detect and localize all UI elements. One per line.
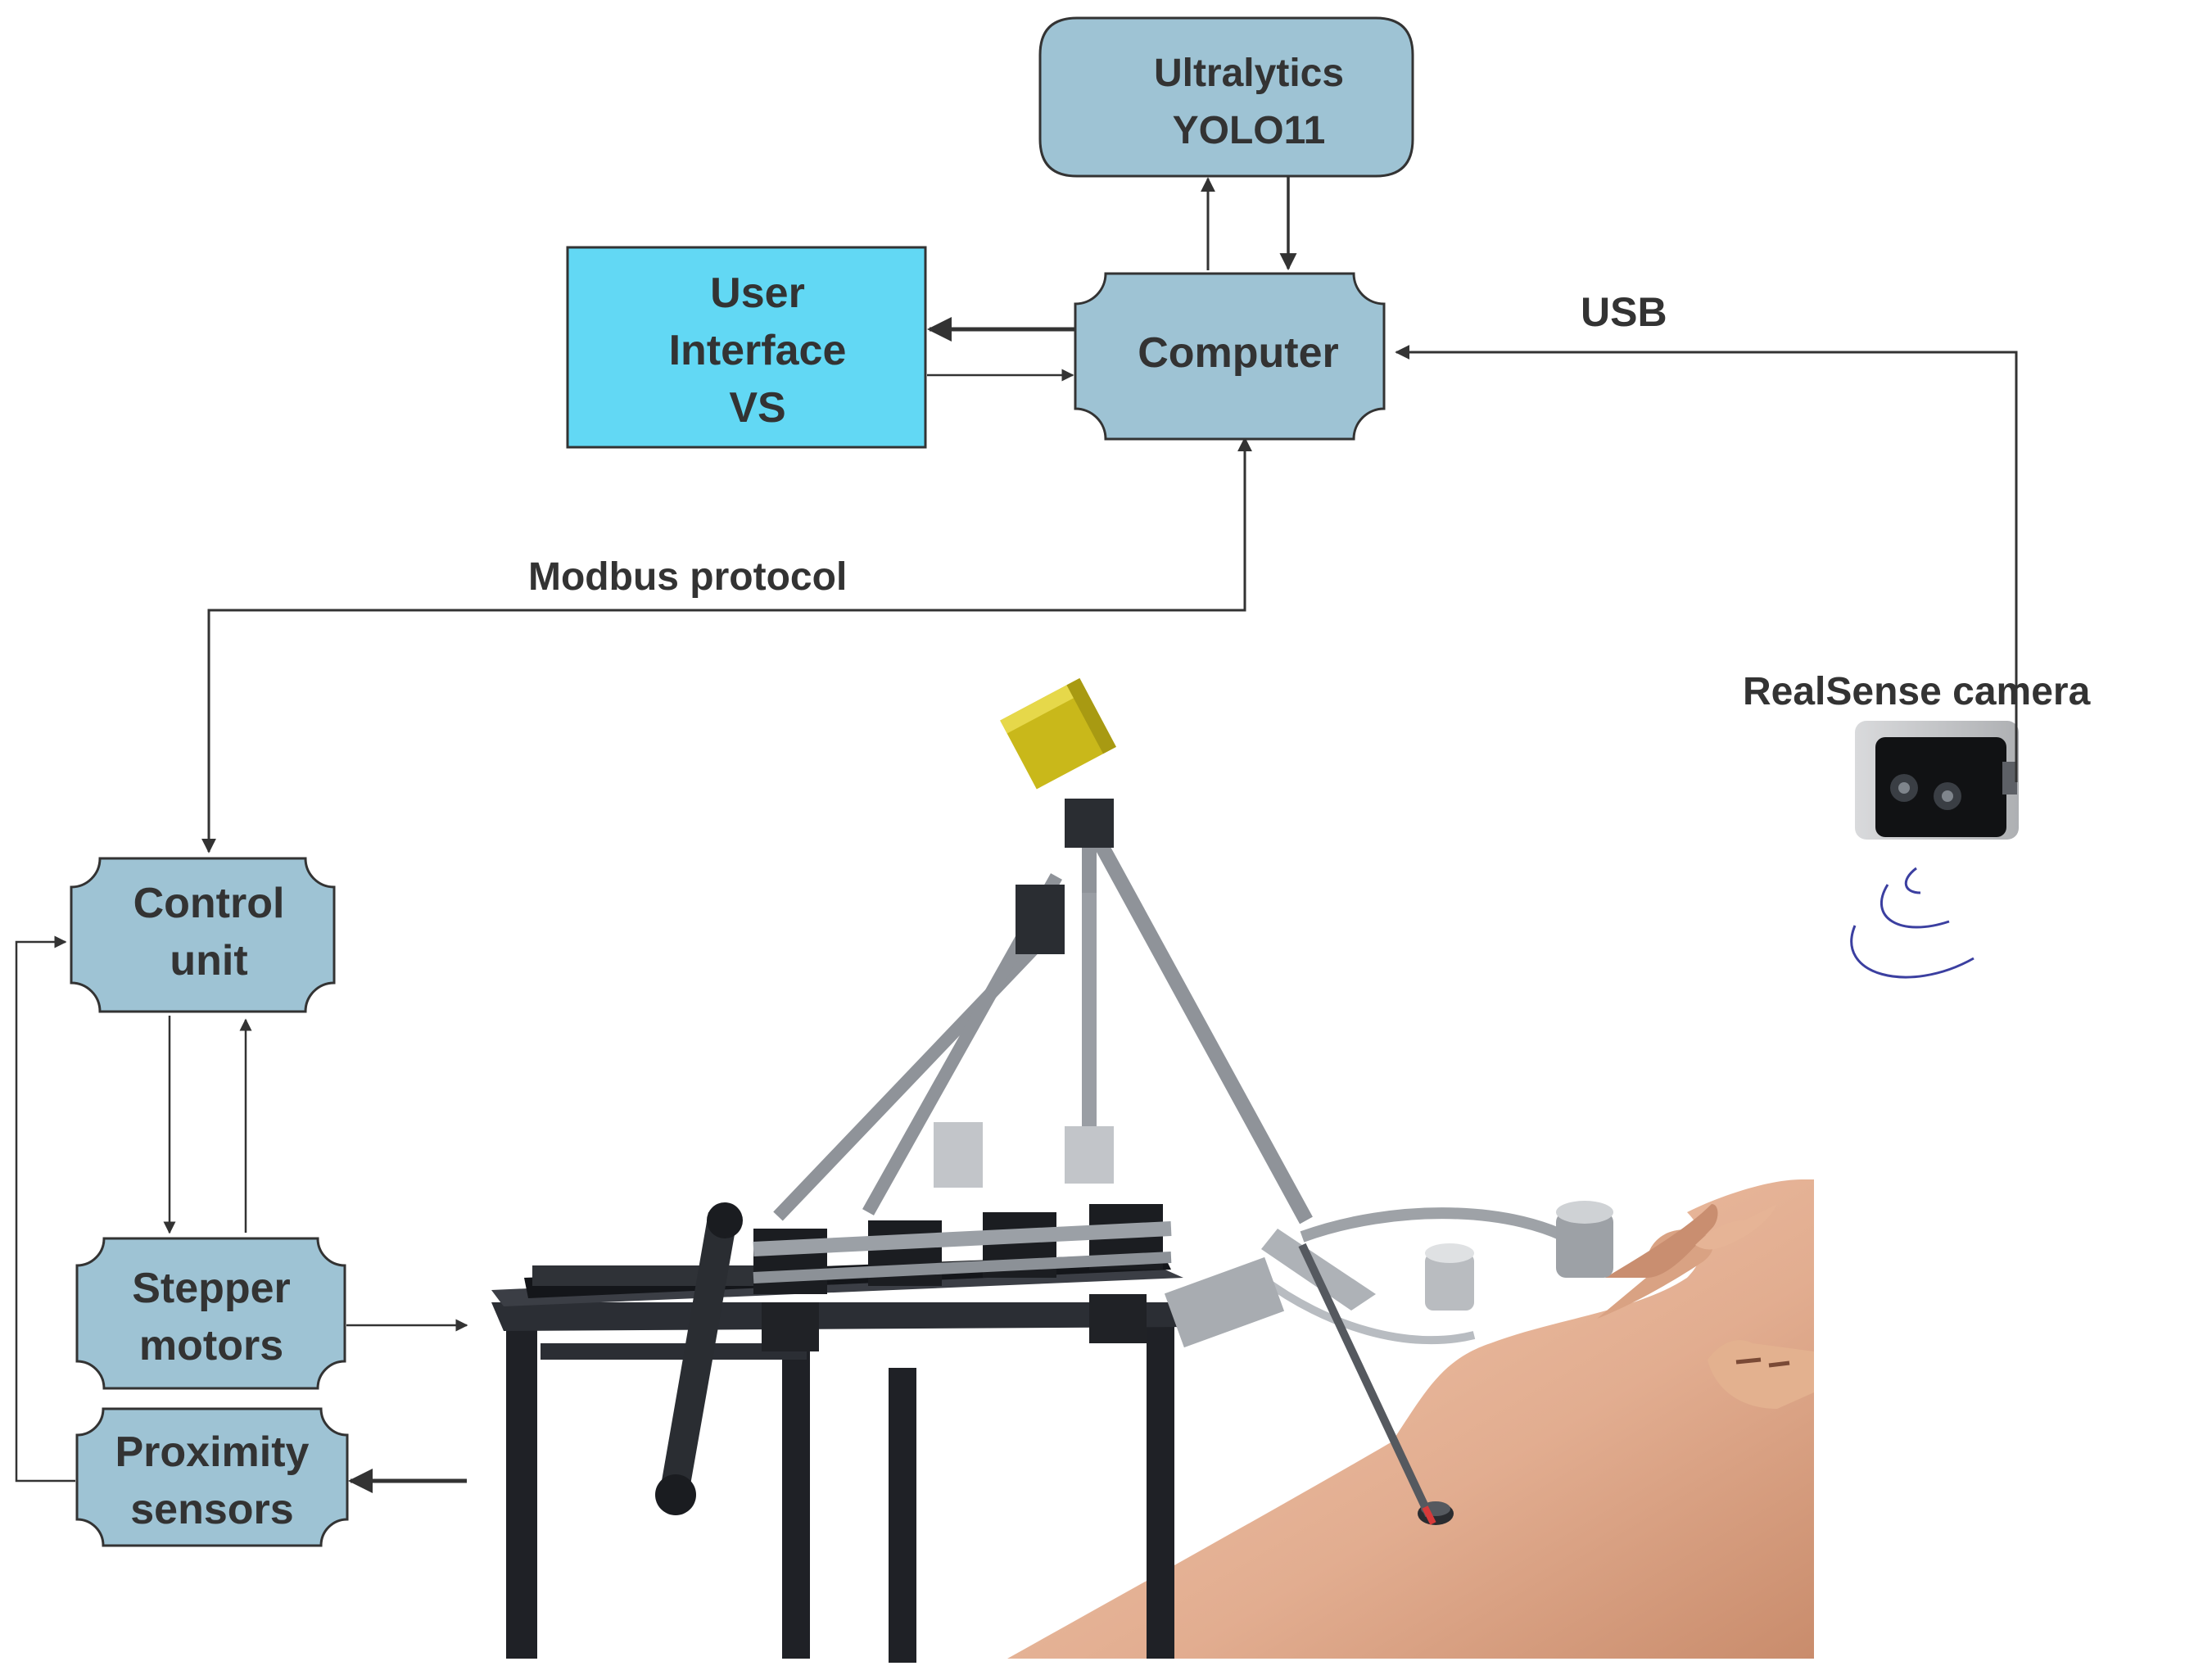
ui-line-3: VS xyxy=(729,384,785,432)
proximity-line-1: Proximity xyxy=(115,1428,310,1476)
computer-label: Computer xyxy=(1138,329,1339,377)
proximity-sensors-block: Proximity sensors xyxy=(75,1407,349,1547)
ui-line-1: User xyxy=(710,269,805,317)
realsense-camera-label: RealSense camera xyxy=(1743,670,2091,713)
ui-line-2: Interface xyxy=(669,327,847,374)
ultralytics-yolo11-block: Ultralytics YOLO11 xyxy=(1038,16,1414,178)
control-unit-block: Control unit xyxy=(70,857,336,1013)
stepper-motors-block: Stepper motors xyxy=(75,1237,346,1390)
yolo-line-1: Ultralytics xyxy=(1154,52,1344,95)
patient-body xyxy=(1007,1179,1814,1659)
yolo-line-2: YOLO11 xyxy=(1173,109,1326,152)
realsense-camera-icon xyxy=(1855,721,2019,840)
stepper-line-1: Stepper xyxy=(132,1265,291,1312)
camera-waves xyxy=(1850,867,1975,979)
user-interface-vs-block: User Interface VS xyxy=(566,246,927,449)
stepper-line-2: motors xyxy=(139,1322,283,1369)
patient-hand xyxy=(1695,1204,1777,1250)
patient-head xyxy=(1708,1340,1814,1409)
control-line-2: unit xyxy=(170,937,247,985)
connectors xyxy=(15,176,2018,1493)
modbus-protocol-label: Modbus protocol xyxy=(528,555,847,599)
usb-label: USB xyxy=(1581,289,1667,335)
proximity-line-2: sensors xyxy=(130,1486,293,1533)
control-line-1: Control xyxy=(133,880,285,927)
computer-block: Computer xyxy=(1074,272,1386,441)
robot-illustration xyxy=(491,677,1814,1663)
